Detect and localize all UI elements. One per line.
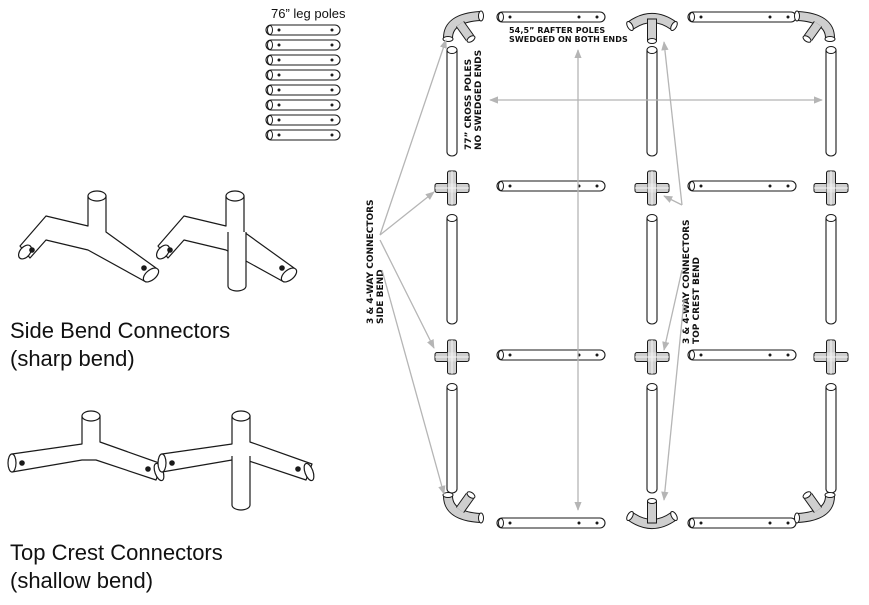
side-bend-connector-4way [153,190,300,292]
top-crest-subtitle: (shallow bend) [10,568,154,593]
top-crest-connector-4way [157,410,317,511]
rafter-pole [687,11,797,23]
leg-pole [265,24,341,36]
cross-pole [646,382,658,494]
rafter-poles-line1: 54,5” RAFTER POLES [509,26,606,35]
rafter-pole [687,349,797,361]
side-bend-arrow-2 [379,191,435,236]
leg-poles-label: 76” leg poles [271,6,346,21]
leg-pole [265,39,341,51]
four-way-connector [634,170,670,206]
corner-connectors [443,11,835,523]
leg-pole [265,69,341,81]
corner-connector [795,490,836,523]
top-crest-arrow-1 [661,41,683,206]
side-bend-subtitle: (sharp bend) [10,346,135,371]
corner-connector [443,11,484,44]
four-way-connector [634,339,670,375]
rafter-pole [496,517,606,529]
four-way-connector [813,339,849,375]
side-bend-connector-3way [15,190,162,286]
cross-pole [446,45,458,157]
cross-pole [825,45,837,157]
side-bend-arrow-1 [379,39,447,236]
leg-pole [265,54,341,66]
rafter-pole [496,180,606,192]
cross-pole [446,213,458,325]
side-bend-arrow-4 [381,269,446,495]
top-crest-arrow-3 [662,269,683,351]
rafter-pole [687,517,797,529]
cross-pole [825,213,837,325]
rafter-poles-label: 54,5” RAFTER POLES SWEDGED ON BOTH ENDS [509,26,628,44]
tee-connector [625,499,678,525]
leg-pole [265,114,341,126]
leg-poles-stack [265,24,341,141]
cross-poles [446,45,837,494]
four-way-connector [434,339,470,375]
top-crest-connector-3way [7,410,167,483]
leg-pole [265,129,341,141]
leg-pole [265,84,341,96]
rafter-pole [496,11,606,23]
rafter-pole [496,349,606,361]
four-way-connectors [434,170,849,375]
corner-connector [795,11,836,44]
cross-pole [646,45,658,157]
pointer-arrows [379,39,823,511]
top-crest-arrow-4 [661,299,685,501]
tee-connector [625,18,678,44]
side-bend-title: Side Bend Connectors [10,318,231,343]
four-way-connector [434,170,470,206]
rafter-pole [687,180,797,192]
top-crest-arrow-2 [663,195,683,206]
leg-pole [265,99,341,111]
four-way-connector [813,170,849,206]
cross-pole [646,213,658,325]
cross-pole [446,382,458,494]
cross-pole [825,382,837,494]
corner-connector [443,490,484,523]
rafter-poles-line2: SWEDGED ON BOTH ENDS [509,35,628,44]
side-bend-arrow-3 [379,239,435,349]
top-crest-title: Top Crest Connectors [10,540,223,565]
